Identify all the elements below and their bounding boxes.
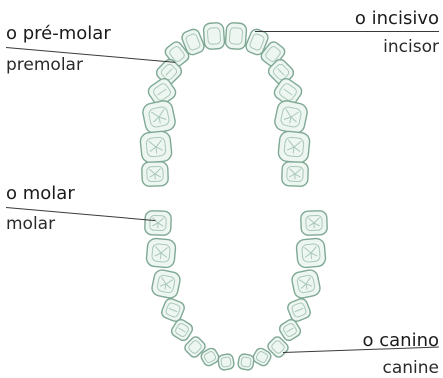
incisor-term-label: o incisivo (355, 10, 439, 28)
upper-incisor-tooth (203, 22, 225, 49)
lower-molar-tooth (146, 238, 176, 268)
molar-term-label: o molar (6, 185, 75, 203)
premolar-term-label: o pré-molar (6, 25, 111, 43)
lower-dental-arch (145, 211, 328, 371)
molar-translation-label: molar (6, 216, 55, 233)
lower-incisor-tooth (237, 353, 254, 370)
upper-dental-arch (140, 22, 311, 186)
upper-incisor-tooth (225, 22, 247, 49)
incisor-leader-line (255, 31, 439, 32)
canine-translation-label: canine (383, 360, 440, 377)
upper-molar-tooth (278, 131, 311, 164)
upper-molar-tooth (141, 99, 177, 135)
upper-molar-tooth (140, 131, 173, 164)
lower-incisor-tooth (217, 353, 234, 370)
upper-molar-tooth (282, 162, 309, 187)
lower-molar-tooth (296, 238, 326, 268)
lower-molar-tooth (291, 269, 322, 300)
incisor-translation-label: incisor (383, 39, 439, 56)
upper-molar-tooth (273, 99, 309, 135)
premolar-translation-label: premolar (6, 57, 83, 74)
lower-molar-tooth (151, 269, 182, 300)
upper-molar-tooth (142, 162, 169, 187)
lower-molar-tooth (301, 211, 328, 236)
lower-molar-tooth (145, 211, 172, 236)
